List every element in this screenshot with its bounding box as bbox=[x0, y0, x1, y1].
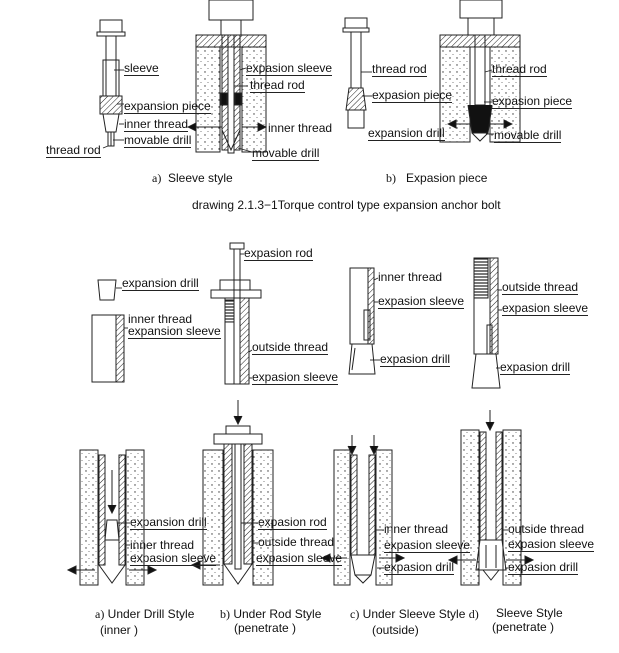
caption-text: Under Rod Style bbox=[233, 607, 322, 621]
label-expasion-sleeve: expasion sleeve bbox=[502, 301, 589, 316]
label-expasion-piece: expasion piece bbox=[372, 88, 453, 103]
label-expansion-drill: expansion drill bbox=[130, 515, 207, 530]
caption-prefix: a) bbox=[152, 171, 162, 185]
mid-d-parts bbox=[471, 257, 501, 389]
caption-prefix: c) bbox=[350, 607, 360, 621]
caption-bottom-c: c) Under Sleeve Style d) bbox=[350, 607, 479, 621]
caption-sub-bottom-c: (outside) bbox=[372, 623, 419, 637]
label-expasion-sleeve: expasion sleeve bbox=[508, 537, 595, 552]
label-inner-thread: inner thread bbox=[384, 522, 449, 536]
caption-prefix: a) bbox=[95, 607, 105, 621]
label-sleeve: sleeve bbox=[124, 61, 159, 76]
label-expasion-drill: expasion drill bbox=[380, 352, 451, 367]
top-a-installed-bolt bbox=[195, 0, 267, 154]
label-expasion-rod: expasion rod bbox=[244, 246, 313, 261]
label-expansion-drill: expansion drill bbox=[368, 126, 445, 141]
label-thread-rod: thread rod bbox=[372, 62, 427, 77]
label-expasion-rod: expasion rod bbox=[258, 515, 327, 530]
caption-sub-bottom-a: (inner ) bbox=[100, 623, 139, 637]
label-expasion-drill: expasion drill bbox=[500, 360, 571, 375]
label-expansion-sleeve: expansion sleeve bbox=[128, 324, 221, 339]
label-inner-thread: inner thread bbox=[130, 538, 195, 552]
mid-a-parts bbox=[91, 279, 125, 383]
top-a-loose-bolt bbox=[96, 19, 126, 147]
label-expansion-piece: expansion piece bbox=[124, 99, 211, 114]
caption-bottom-d: Sleeve Style bbox=[496, 606, 563, 620]
label-outside-thread: outside thread bbox=[508, 522, 585, 536]
label-thread-rod: thread rod bbox=[492, 62, 547, 77]
top-b-loose-bolt bbox=[342, 17, 370, 129]
caption-bottom-a: a) Under Drill Style bbox=[95, 607, 194, 621]
label-outside-thread: outside thread bbox=[502, 280, 579, 295]
bottom-b-installed bbox=[190, 400, 274, 586]
drawing-caption: drawing 2.1.3−1Torque control type expan… bbox=[192, 198, 501, 212]
label-expasion-sleeve: expasion sleeve bbox=[378, 294, 465, 309]
label-expasion-sleeve: expasion sleeve bbox=[256, 551, 343, 566]
label-movable-drill: movable drill bbox=[252, 146, 320, 161]
bottom-c-installed bbox=[320, 435, 406, 586]
label-expasion-sleeve: expasion sleeve bbox=[130, 551, 217, 566]
label-movable-drill: movable drill bbox=[124, 133, 192, 148]
label-expasion-drill: expasion drill bbox=[508, 560, 579, 575]
label-movable-drill: movable drill bbox=[494, 128, 562, 143]
label-expansion-sleeve: expasion sleeve bbox=[246, 61, 333, 76]
caption-prefix: b) bbox=[220, 607, 230, 621]
caption-text: Under Sleeve Style bbox=[362, 607, 466, 621]
label-expasion-sleeve: expasion sleeve bbox=[384, 538, 471, 553]
caption-prefix: b) bbox=[386, 171, 396, 185]
bottom-d-installed bbox=[447, 410, 535, 586]
mid-b-parts bbox=[210, 242, 262, 385]
caption-text: Under Drill Style bbox=[107, 607, 195, 621]
label-inner-thread: inner thread bbox=[378, 270, 443, 284]
label-inner-thread: inner thread bbox=[268, 121, 333, 135]
caption-sub-bottom-d: (penetrate ) bbox=[492, 620, 555, 634]
label-thread-rod: thread rod bbox=[46, 143, 101, 158]
label-outside-thread: outside thread bbox=[252, 340, 329, 355]
bottom-a-installed bbox=[66, 449, 158, 586]
leader-lines bbox=[102, 67, 514, 569]
label-inner-thread: inner thread bbox=[128, 312, 193, 326]
caption-text: Expasion piece bbox=[406, 171, 488, 185]
label-outside-thread: outside thread bbox=[258, 535, 335, 549]
caption-prefix-d: d) bbox=[468, 607, 479, 621]
caption-bottom-b: b) Under Rod Style bbox=[220, 607, 321, 621]
caption-top-a: a) Sleeve style bbox=[152, 171, 233, 185]
label-thread-rod: thread rod bbox=[250, 78, 305, 93]
label-expasion-drill: expasion drill bbox=[384, 560, 455, 575]
label-expansion-drill: expansion drill bbox=[122, 276, 199, 291]
caption-top-b: b) Expasion piece bbox=[386, 171, 487, 185]
label-expasion-piece: expasion piece bbox=[492, 94, 573, 109]
caption-text: Sleeve style bbox=[168, 171, 233, 185]
mid-c-parts bbox=[348, 267, 376, 375]
caption-sub-bottom-b: (penetrate ) bbox=[234, 621, 297, 635]
label-inner-thread: inner thread bbox=[124, 117, 189, 132]
label-expasion-sleeve: expasion sleeve bbox=[252, 370, 339, 385]
